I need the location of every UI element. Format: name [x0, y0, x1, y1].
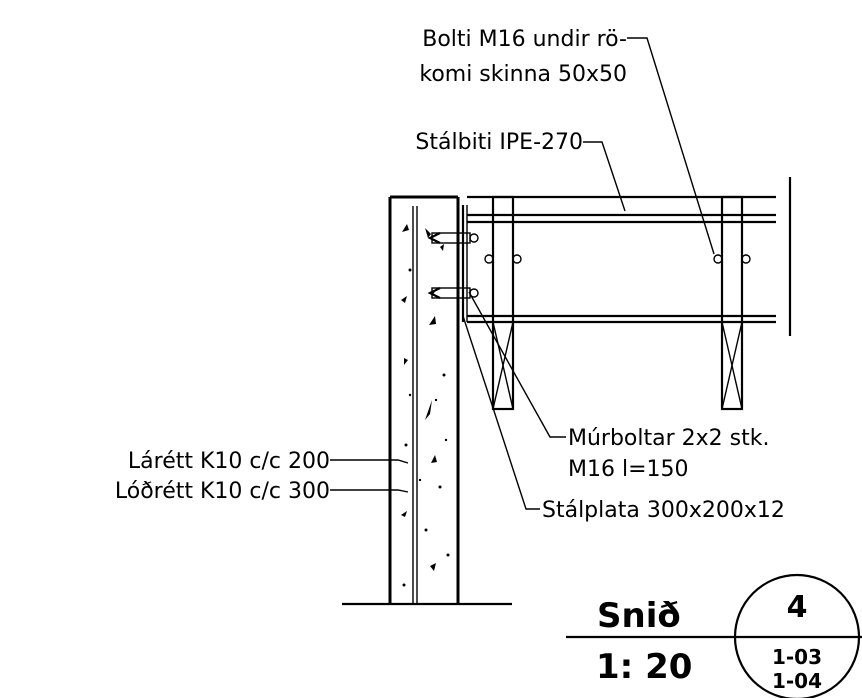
- sheet-ref-1: 1-03: [772, 645, 822, 669]
- bolt-label-line1: Bolti M16 undir rö-: [422, 27, 627, 52]
- bolt-label-line2: komi skinna 50x50: [419, 62, 627, 87]
- section-number: 4: [787, 590, 808, 625]
- vertical-rebar-label: Lóðrétt K10 c/c 300: [115, 479, 330, 504]
- anchor-label-line1: Múrboltar 2x2 stk.: [568, 426, 769, 451]
- title-block: Snið 1: 20 4 1-03 1-04: [566, 573, 862, 698]
- leader-lines: [330, 37, 715, 510]
- rail-right: [713, 195, 751, 411]
- concrete-wall: [342, 195, 512, 606]
- sheet-ref-2: 1-04: [772, 669, 822, 693]
- steel-plate: [461, 205, 468, 322]
- rail-left: [484, 195, 522, 411]
- scale-label: 1: 20: [596, 647, 692, 687]
- anchor-label-line2: M16 l=150: [568, 457, 689, 482]
- plate-label: Stálplata 300x200x12: [542, 498, 785, 523]
- beam-label: Stálbiti IPE-270: [415, 130, 583, 155]
- concrete-hatch: [401, 224, 450, 587]
- horizontal-rebar-label: Lárétt K10 c/c 200: [128, 449, 330, 474]
- section-label: Snið: [597, 596, 681, 636]
- anchor-bolts: [427, 232, 479, 299]
